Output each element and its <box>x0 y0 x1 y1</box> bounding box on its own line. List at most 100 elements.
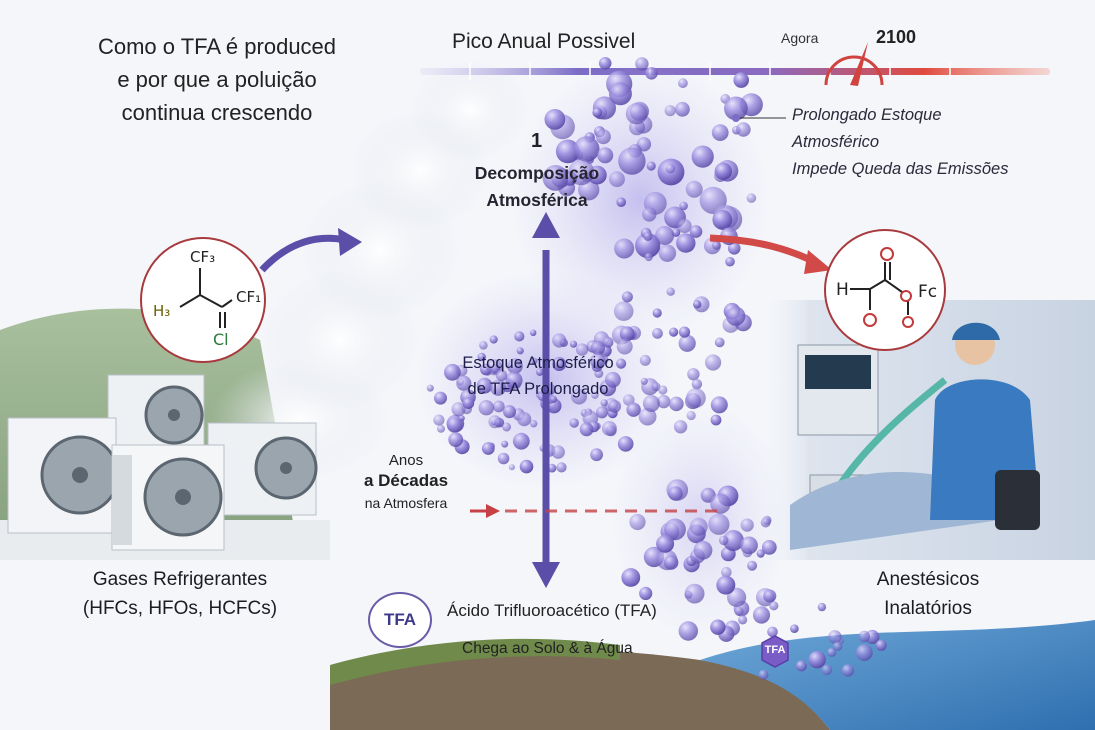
operating-room-scene <box>790 322 1040 550</box>
tfa-particle <box>727 242 741 255</box>
tfa-particle <box>678 334 696 352</box>
tfa-particle <box>635 232 661 259</box>
tfa-particle <box>746 193 757 203</box>
tfa-particle <box>736 122 751 137</box>
tfa-particle <box>497 452 510 465</box>
tfa-particle <box>678 621 698 641</box>
tfa-particle <box>656 534 675 553</box>
tfa-particle <box>462 397 475 410</box>
tfa-particle <box>451 402 466 417</box>
tfa-particle <box>590 340 606 356</box>
tfa-particle <box>676 233 696 253</box>
tfa-particle <box>689 517 708 536</box>
tfa-particle <box>669 327 679 337</box>
tfa-particle <box>490 379 507 396</box>
tfa-particle <box>687 368 700 381</box>
tfa-particle <box>592 107 603 118</box>
air-conditioner-unit <box>107 374 205 456</box>
tfa-particle <box>519 459 534 474</box>
tfa-particle <box>608 82 632 106</box>
tfa-particle <box>530 420 538 428</box>
tfa-particle <box>621 568 641 587</box>
tfa-particle <box>710 414 722 426</box>
tfa-particle <box>505 371 523 389</box>
residence-line-1: Anos <box>388 452 424 469</box>
tfa-particle <box>626 402 641 417</box>
peak-needle-icon <box>850 42 868 86</box>
stock-label-line: de TFA Prolongado <box>467 380 609 398</box>
title-line: e por que a poluição <box>117 67 317 92</box>
tfa-particle <box>828 630 842 644</box>
tfa-particle <box>478 400 494 416</box>
tfa-particle <box>613 301 634 322</box>
tfa-particle <box>833 641 843 651</box>
tfa-particle <box>673 420 688 434</box>
air-conditioner-unit <box>7 417 120 534</box>
tfa-particle <box>544 109 566 130</box>
tfa-particle <box>790 624 799 633</box>
tfa-particle <box>619 326 635 342</box>
tfa-molecule-diagram: H Fc <box>824 229 946 351</box>
tfa-particle <box>598 57 612 70</box>
tfa-particle <box>508 464 515 471</box>
stock-note-line: Atmosférico <box>792 133 880 151</box>
tfa-particle <box>575 343 589 356</box>
tfa-particle <box>573 136 600 162</box>
tfa-particle <box>679 201 688 211</box>
tfa-particle <box>689 225 703 238</box>
tfa-particle <box>605 371 621 388</box>
tfa-particle <box>601 421 617 436</box>
tfa-particle <box>551 445 565 459</box>
tfa-particle <box>638 407 657 426</box>
tfa-particle <box>590 448 603 462</box>
refrigerant-line: (HFCs, HFOs, HCFCs) <box>82 598 278 619</box>
tfa-particle <box>495 369 508 382</box>
tfa-particle <box>616 197 626 207</box>
decomposition-line: Decomposição <box>474 163 600 183</box>
tfa-particle <box>625 102 648 125</box>
tfa-particle <box>760 517 771 528</box>
tfa-particle <box>666 287 675 296</box>
tfa-particle <box>552 357 567 371</box>
tfa-particle <box>640 377 648 385</box>
stock-note-dot <box>732 114 740 122</box>
tfa-particle <box>658 385 668 395</box>
tfa-particle <box>763 589 777 603</box>
tfa-particle <box>596 406 608 419</box>
tfa-particle <box>536 368 544 376</box>
tfa-particle <box>444 363 461 381</box>
tfa-particle <box>725 256 735 267</box>
tfa-particle <box>738 615 748 625</box>
tfa-particle <box>710 493 731 514</box>
molecule-right-f: Fc <box>918 282 937 302</box>
residence-time-label: Anos a Décadas na Atmosfera <box>346 452 466 511</box>
title-line: Como o TFA é produced <box>97 34 337 59</box>
stock-label-line: Estoque Atmosférico <box>462 354 614 372</box>
source-to-atmosphere-arrow <box>259 234 346 273</box>
tfa-particle <box>579 422 594 437</box>
tfa-particle <box>875 639 887 651</box>
tfa-particle <box>516 347 524 355</box>
tfa-particle <box>705 354 722 371</box>
tfa-particle <box>645 67 658 80</box>
molecule-left-right: CF₁ <box>236 288 261 306</box>
tfa-particle <box>591 391 599 399</box>
tfa-particle <box>547 463 557 473</box>
tfa-particle <box>693 540 713 560</box>
stock-note: Prolongado Estoque Atmosférico Impede Qu… <box>792 102 1008 183</box>
tfa-hexagon-label: TFA <box>764 644 786 656</box>
tfa-particle <box>571 388 587 405</box>
decomposition-label: Decomposição Atmosférica <box>462 160 612 214</box>
tfa-particle <box>602 336 614 348</box>
tfa-particle <box>691 379 703 390</box>
tfa-particle <box>678 326 691 338</box>
tfa-particle <box>722 530 744 551</box>
tfa-particle <box>665 163 676 174</box>
tfa-particle <box>727 587 747 608</box>
timeline-now-label: Agora <box>781 30 819 46</box>
tfa-particle <box>693 300 702 309</box>
tfa-particle <box>488 415 502 429</box>
tfa-particle <box>555 139 580 164</box>
tfa-particle <box>595 129 611 145</box>
